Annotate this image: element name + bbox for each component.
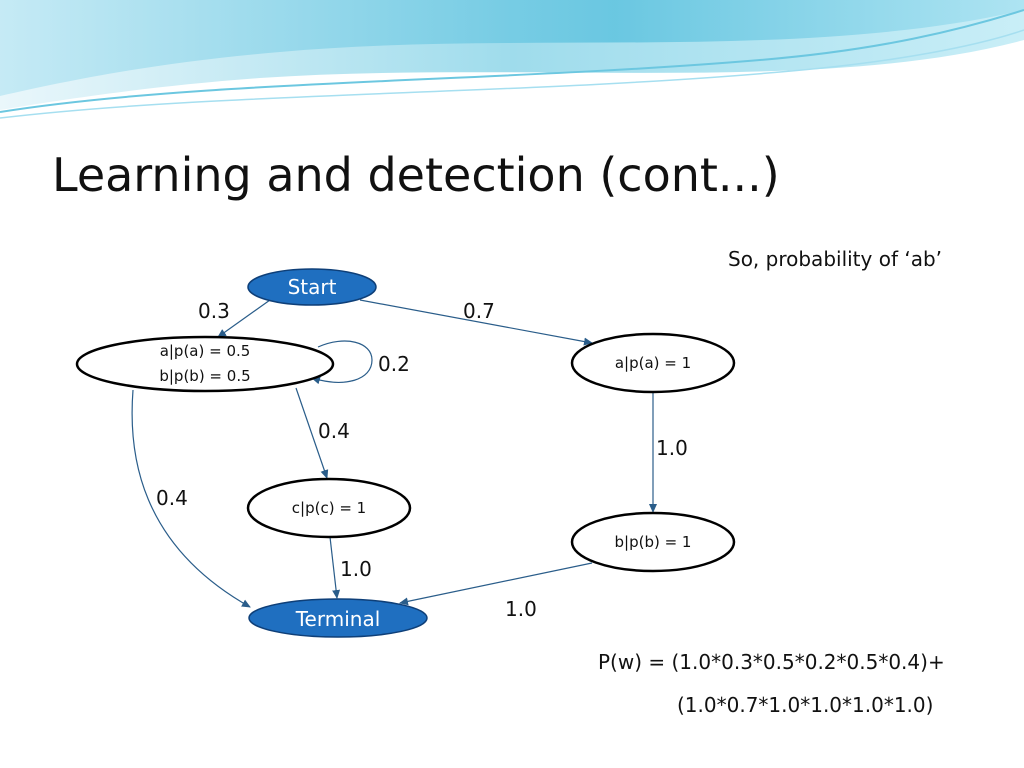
node-terminal-label: Terminal bbox=[295, 607, 381, 631]
node-left-line1: a|p(a) = 0.5 bbox=[160, 342, 251, 360]
probability-note: So, probability of ‘ab’ bbox=[728, 247, 943, 271]
edge-label-c-terminal: 1.0 bbox=[340, 557, 372, 581]
node-right-a-label: a|p(a) = 1 bbox=[615, 354, 691, 372]
node-start-label: Start bbox=[288, 275, 337, 299]
formula-line-1: P(w) = (1.0*0.3*0.5*0.2*0.5*0.4)+ bbox=[598, 650, 945, 674]
edge-c-to-terminal bbox=[329, 536, 341, 599]
node-start: Start bbox=[247, 268, 377, 306]
edge-label-start-left: 0.3 bbox=[198, 299, 230, 323]
edge-left-to-c bbox=[295, 387, 329, 479]
edge-start-to-left bbox=[217, 299, 271, 338]
edge-label-a-b: 1.0 bbox=[656, 436, 688, 460]
node-terminal: Terminal bbox=[248, 598, 428, 638]
edge-start-to-right-a bbox=[359, 299, 593, 346]
edge-label-b-terminal: 1.0 bbox=[505, 597, 537, 621]
edge-label-start-right: 0.7 bbox=[463, 299, 495, 323]
node-right-b-label: b|p(b) = 1 bbox=[615, 533, 692, 551]
node-c-state: c|p(c) = 1 bbox=[246, 477, 412, 539]
node-c-label: c|p(c) = 1 bbox=[292, 499, 366, 517]
edge-label-left-terminal: 0.4 bbox=[156, 486, 188, 510]
slide-title: Learning and detection (cont...) bbox=[52, 148, 780, 202]
node-right-b: b|p(b) = 1 bbox=[570, 511, 736, 573]
node-left-line2: b|p(b) = 0.5 bbox=[159, 367, 250, 385]
edge-left-to-terminal bbox=[131, 389, 251, 608]
node-left-state: a|p(a) = 0.5 b|p(b) = 0.5 bbox=[75, 335, 335, 393]
header-wave-decoration bbox=[0, 0, 1024, 119]
edge-b-to-terminal bbox=[399, 562, 593, 606]
formula-line-2: (1.0*0.7*1.0*1.0*1.0*1.0) bbox=[677, 693, 934, 717]
edge-left-self-loop bbox=[311, 340, 373, 385]
edge-label-self-loop: 0.2 bbox=[378, 352, 410, 376]
node-right-a: a|p(a) = 1 bbox=[570, 332, 736, 394]
edge-label-left-c: 0.4 bbox=[318, 419, 350, 443]
